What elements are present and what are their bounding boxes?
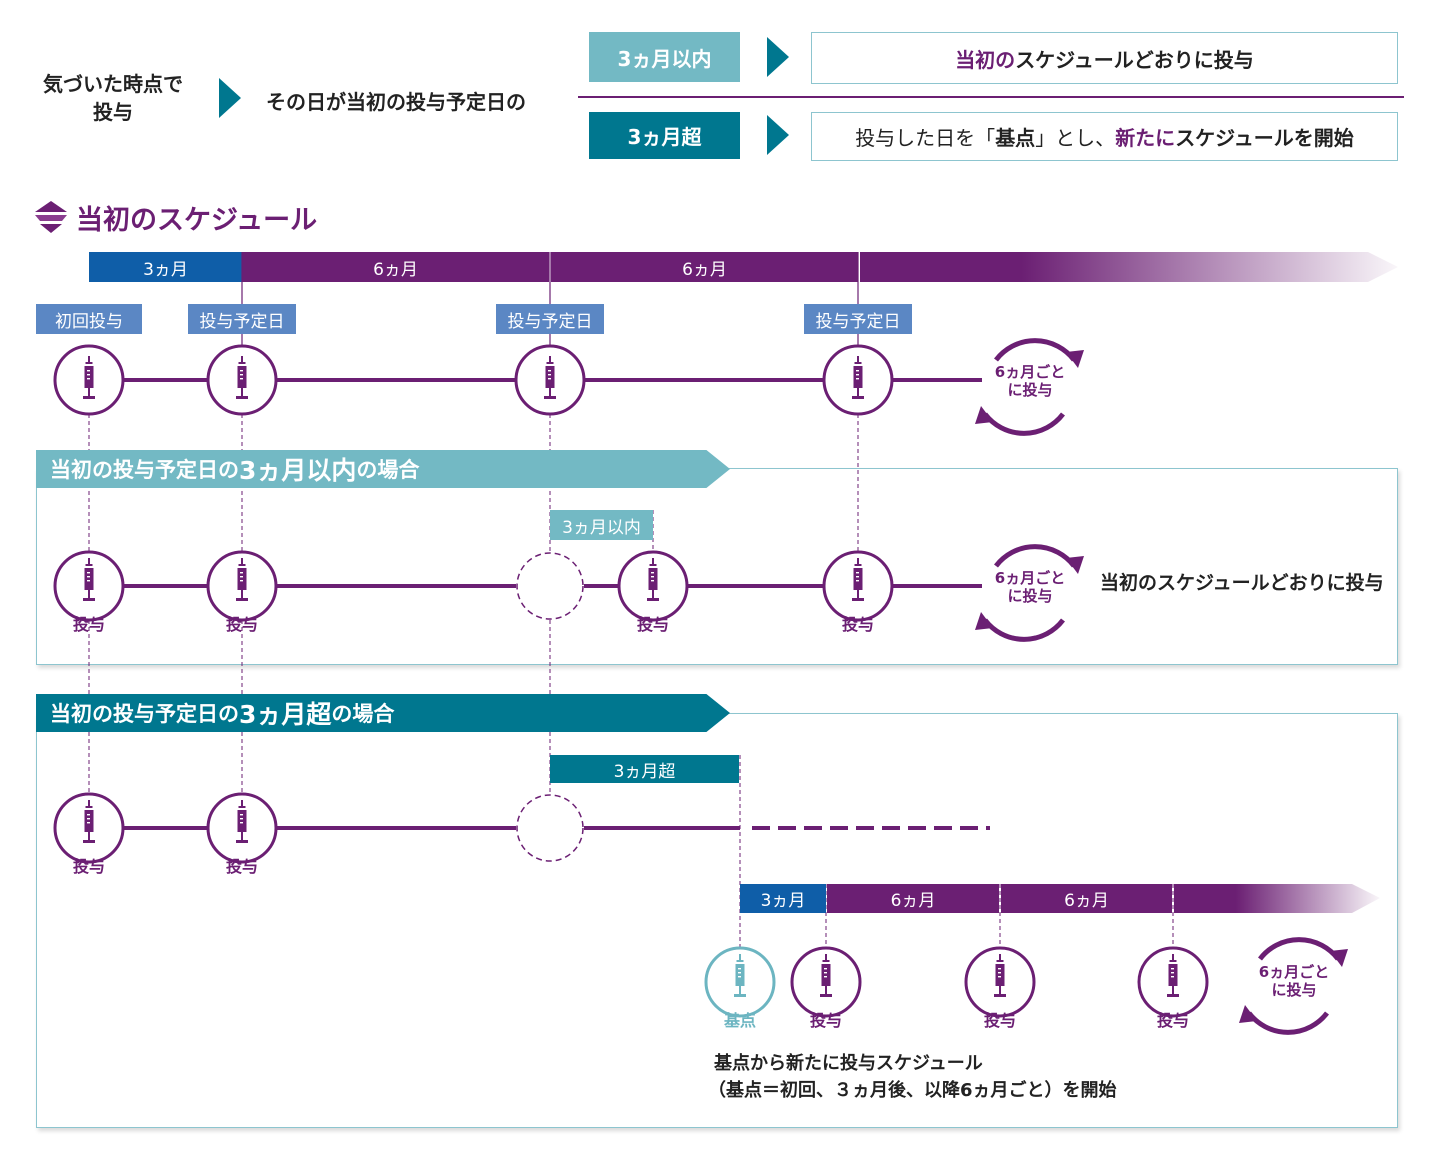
over-result-new: 新たに: [1115, 126, 1176, 150]
flow-arrow-icon: [219, 78, 241, 118]
new-seg-6m-label-2: 6ヵ月: [1064, 891, 1109, 911]
over-3m-pill: 3ヵ月超: [589, 112, 740, 159]
within-dose-label-4: 投与: [841, 615, 874, 634]
over-dose-label-2: 投与: [225, 857, 258, 876]
over-banner-b: 3ヵ月: [239, 700, 307, 729]
flow-start-line1: 気づいた時点で: [43, 72, 183, 96]
cycle-within-line1: 6ヵ月ごと: [994, 569, 1066, 587]
seg-6m-label-1: 6ヵ月: [373, 259, 418, 280]
new-dose-label-1: 投与: [809, 1011, 842, 1030]
within-banner-a: 当初の投与予定日の: [50, 458, 239, 482]
tag-planned-2: 投与予定日: [496, 304, 604, 334]
within-3m-pill: 3ヵ月以内: [589, 32, 740, 82]
over-result-part1: 投与した日を「: [855, 126, 996, 150]
over-banner-d: の場合: [331, 702, 395, 726]
within-dose-label-2: 投与: [225, 615, 258, 634]
over-result-part3: 」とし、: [1035, 126, 1116, 150]
over-3m-bar: [550, 755, 739, 783]
within-gap-tag: 3ヵ月以内: [550, 510, 653, 540]
seg-6m-label-2: 6ヵ月: [682, 259, 727, 280]
flow-start-line2: 投与: [93, 100, 133, 124]
cycle-top-line1: 6ヵ月ごと: [994, 363, 1066, 381]
seg-6m-bar-2: [551, 252, 858, 282]
cycle-within-line2: に投与: [1007, 587, 1053, 605]
new-seg-fade-arrow: [1174, 884, 1380, 913]
over-dose-label-1: 投与: [72, 857, 105, 876]
within-result-box: 当初のスケジュールどおりに投与: [811, 32, 1398, 84]
new-seg-3m-bar: [740, 884, 826, 913]
new-seg-6m-bar-1: [827, 884, 999, 913]
cycle-over-line2: に投与: [1271, 981, 1317, 999]
missed-dose-circle: [516, 552, 584, 620]
over-note: 基点から新たに投与スケジュール （基点＝初回、３ヵ月後、以降6ヵ月ごと）を開始: [708, 1050, 1117, 1104]
cycle-over-line1: 6ヵ月ごと: [1258, 963, 1330, 981]
within-result-text: 当初のスケジュールどおりに投与: [1100, 572, 1384, 594]
within-arrow-icon: [767, 37, 789, 77]
within-banner-b: 3ヵ月: [239, 456, 307, 485]
within-result-highlight: 当初の: [955, 47, 1016, 72]
cycle-label-over: 6ヵ月ごと に投与: [1254, 960, 1334, 1002]
within-dose-label-3: 投与: [636, 615, 669, 634]
flow-start-text: 気づいた時点で 投与: [28, 68, 198, 128]
cycle-label-within: 6ヵ月ごと に投与: [990, 566, 1070, 608]
tag-planned-3: 投与予定日: [804, 304, 912, 334]
within-dose-label-1: 投与: [72, 615, 105, 634]
new-seg-6m-bar-2: [1001, 884, 1172, 913]
over-result-base: 基点: [995, 126, 1036, 150]
tag-first-dose: 初回投与: [36, 304, 142, 334]
over-result-part5: スケジュールを開始: [1175, 126, 1354, 150]
over-arrow-icon: [767, 115, 789, 155]
over-banner-c: 超: [306, 700, 332, 729]
section-title: 当初のスケジュール: [76, 205, 318, 236]
cycle-top-line2: に投与: [1007, 381, 1053, 399]
section-logo-icon: [35, 201, 67, 233]
seg-fade-arrow: [860, 252, 1398, 282]
new-dose-label-3: 投与: [1156, 1011, 1189, 1030]
over-note-line1: 基点から新たに投与スケジュール: [714, 1053, 983, 1074]
base-point-label: 基点: [723, 1011, 756, 1030]
within-banner-c: 以内: [306, 456, 357, 485]
within-banner-d: の場合: [356, 458, 420, 482]
flow-divider-line: [578, 96, 1404, 98]
missed-dose-circle-2: [516, 794, 584, 862]
cycle-label-top: 6ヵ月ごと に投与: [990, 360, 1070, 402]
over-gap-label: 3ヵ月超: [613, 761, 676, 782]
over-banner-a: 当初の投与予定日の: [50, 702, 239, 726]
tag-planned-1: 投与予定日: [188, 304, 296, 334]
seg-3m-label: 3ヵ月: [143, 259, 188, 280]
seg-3m-bar: [89, 252, 242, 282]
new-dose-label-2: 投与: [983, 1011, 1016, 1030]
new-seg-6m-label-1: 6ヵ月: [890, 891, 936, 911]
new-seg-3m-label: 3ヵ月: [760, 891, 806, 911]
flow-condition-text: その日が当初の投与予定日の: [266, 90, 526, 114]
over-note-line2: （基点＝初回、３ヵ月後、以降6ヵ月ごと）を開始: [708, 1080, 1117, 1101]
seg-6m-bar-1: [242, 252, 549, 282]
within-result-rest: スケジュールどおりに投与: [1015, 47, 1254, 72]
over-result-box: 投与した日を「基点」とし、新たにスケジュールを開始: [811, 112, 1398, 161]
